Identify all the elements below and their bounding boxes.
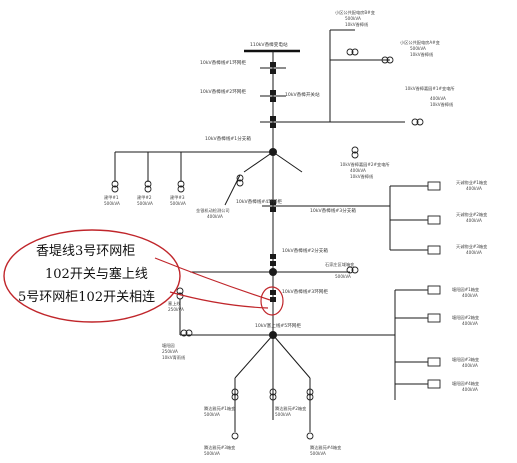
tanghe2-transformer[interactable] bbox=[427, 313, 441, 323]
ring1-switch[interactable] bbox=[260, 62, 286, 74]
jinyin-cap: 400kVA bbox=[207, 214, 223, 219]
open-station-label: 10kV香樟开关站 bbox=[285, 91, 320, 98]
ring4-switch[interactable] bbox=[262, 200, 355, 212]
jianjia1-transformer[interactable] bbox=[111, 180, 119, 193]
tanghe4-transformer[interactable] bbox=[427, 379, 441, 389]
tanghe4-label: 塘阳园#4箱变 bbox=[452, 380, 479, 387]
tengyuan2-label: 腾达雅苑#2箱变 bbox=[275, 405, 306, 412]
ring5-node[interactable] bbox=[180, 331, 375, 379]
tiancheng3-cap: 400kVA bbox=[466, 250, 482, 255]
branch3-label: 10kV香樟线#3分支箱 bbox=[310, 207, 356, 214]
jinyin-label: 金银机动检测公司 bbox=[196, 207, 230, 214]
xiaoqu-b-cap: 500kVA bbox=[345, 16, 361, 21]
tiancheng2-transformer[interactable] bbox=[427, 215, 441, 225]
xiaoqu-a-line: 10kV香樟线 bbox=[410, 51, 434, 58]
tanghe2-cap: 400kVA bbox=[462, 321, 478, 326]
jiayuan2-transformer[interactable] bbox=[351, 146, 359, 159]
tiancheng3-transformer[interactable] bbox=[427, 245, 441, 255]
branch1-node[interactable] bbox=[115, 148, 303, 173]
tengyuan2-cap: 500kVA bbox=[275, 412, 291, 417]
tengyuan4-cap: 500kVA bbox=[310, 451, 326, 456]
jiayuan1-label: 10kV香樟嘉园#1#变电所 bbox=[405, 85, 455, 92]
jianjia1-label: 建甲#1 bbox=[104, 194, 119, 201]
jianjia3-cap: 500kVA bbox=[170, 201, 186, 206]
callout-line-2: 102开关与塞上线 bbox=[45, 266, 148, 282]
tengyuan1-cap: 500kVA bbox=[204, 412, 220, 417]
tiancheng1-label: 天诚物业#1箱变 bbox=[456, 179, 487, 186]
tangyang-transformer[interactable] bbox=[180, 329, 193, 337]
jiayuan1-line: 10kV香樟线 bbox=[430, 101, 454, 108]
shijiazhuang-transformer[interactable] bbox=[346, 266, 359, 274]
tanghe3-cap: 400kVA bbox=[462, 363, 478, 368]
jianjia3-label: 建甲#3 bbox=[170, 194, 185, 201]
ring2-label: 10kV香樟线#2环网柜 bbox=[200, 88, 246, 95]
ring1-label: 10kV香樟线#1环网柜 bbox=[200, 59, 246, 66]
tanghe2-label: 塘阳园#2箱变 bbox=[452, 314, 479, 321]
tangyang-cap: 250kVA bbox=[162, 349, 178, 354]
tengyuan2-transformer[interactable] bbox=[269, 388, 277, 401]
tengyuan4-label: 腾达雅苑#4箱变 bbox=[310, 444, 341, 451]
saishang-label: 塞上线 bbox=[168, 300, 181, 306]
jinyin-transformer[interactable] bbox=[236, 174, 244, 187]
saishang-transformer[interactable] bbox=[176, 287, 184, 300]
saishang-cap: 250kVA bbox=[168, 307, 184, 312]
tanghe4-cap: 400kVA bbox=[462, 387, 478, 392]
xiaoqu-a-cap: 500kVA bbox=[410, 46, 426, 51]
tangyang-line: 10kV青雨线 bbox=[162, 354, 186, 361]
branch2-node[interactable] bbox=[190, 254, 350, 276]
tanghe1-transformer[interactable] bbox=[427, 285, 441, 295]
xiaoqu-a-label: 小区公共配电房A#变 bbox=[400, 39, 440, 46]
ring3-label: 10kV香樟线#3环网柜 bbox=[282, 288, 328, 295]
tanghe3-transformer[interactable] bbox=[427, 357, 441, 367]
tengyuan4-transformer[interactable] bbox=[231, 432, 314, 440]
tengyuan1-transformer[interactable] bbox=[231, 388, 239, 401]
tiancheng2-label: 天诚物业#2箱变 bbox=[456, 211, 487, 218]
jiayuan2-cap: 400kVA bbox=[350, 168, 366, 173]
tanghe1-cap: 400kVA bbox=[462, 293, 478, 298]
jianjia2-transformer[interactable] bbox=[144, 180, 152, 193]
tangyang-label: 塘阳园 bbox=[162, 342, 175, 349]
tengyuan3-cap: 500kVA bbox=[204, 451, 220, 456]
tiancheng1-transformer[interactable] bbox=[427, 181, 441, 191]
xiaoqu-b-transformer[interactable] bbox=[346, 48, 359, 56]
ring4-label: 10kV香樟线#4环网柜 bbox=[236, 198, 282, 205]
tiancheng3-label: 天诚物业#3箱变 bbox=[456, 243, 487, 250]
branch2-label: 10kV香樟线#2分支箱 bbox=[282, 247, 328, 254]
xiaoqu-a-transformer[interactable] bbox=[381, 56, 394, 64]
callout-line-3: 5号环网柜102开关相连 bbox=[18, 289, 155, 305]
ring3-switch[interactable] bbox=[270, 290, 276, 302]
tengyuan3-label: 腾达雅苑#3箱变 bbox=[204, 444, 235, 451]
tiancheng2-cap: 400kVA bbox=[466, 218, 482, 223]
jianjia1-cap: 500kVA bbox=[104, 201, 120, 206]
tanghe3-label: 塘阳园#3箱变 bbox=[452, 356, 479, 363]
shijiazhuang-cap: 500kVA bbox=[335, 274, 351, 279]
annotation-callout: 香堤线3号环网柜 102开关与塞上线 5号环网柜102开关相连 bbox=[3, 229, 284, 323]
ring2-switch[interactable] bbox=[260, 90, 286, 102]
ring5-label: 10kV塞上线#5环网柜 bbox=[255, 322, 301, 329]
jiayuan1-cap: 400kVA bbox=[430, 96, 446, 101]
xiaoqu-b-label: 小区公共配电房B#变 bbox=[335, 9, 375, 16]
open-station-switch[interactable] bbox=[260, 116, 330, 128]
jiayuan2-label: 10kV香樟嘉园#2#变电所 bbox=[340, 161, 390, 168]
callout-line-1: 香堤线3号环网柜 bbox=[36, 244, 135, 259]
tengyuan1-label: 腾达雅苑#1箱变 bbox=[204, 405, 235, 412]
xiaoqu-b-line: 10kV香樟线 bbox=[345, 21, 369, 28]
tanghe1-label: 塘阳园#1箱变 bbox=[452, 286, 479, 293]
substation-bus-label: 110kV香樟变电站 bbox=[250, 41, 288, 48]
branch1-label: 10kV香樟线#1分支箱 bbox=[205, 135, 251, 142]
jianjia2-label: 建甲#2 bbox=[137, 194, 152, 201]
jianjia3-transformer[interactable] bbox=[177, 180, 185, 193]
tiancheng1-cap: 400kVA bbox=[466, 186, 482, 191]
jiayuan2-line: 10kV香樟线 bbox=[350, 173, 374, 180]
shijiazhuang-label: 石家庄区域箱变 bbox=[325, 261, 354, 268]
jiayuan1-transformer[interactable] bbox=[411, 118, 424, 126]
tengyuan3-transformer[interactable] bbox=[306, 388, 314, 401]
jianjia2-cap: 500kVA bbox=[137, 201, 153, 206]
